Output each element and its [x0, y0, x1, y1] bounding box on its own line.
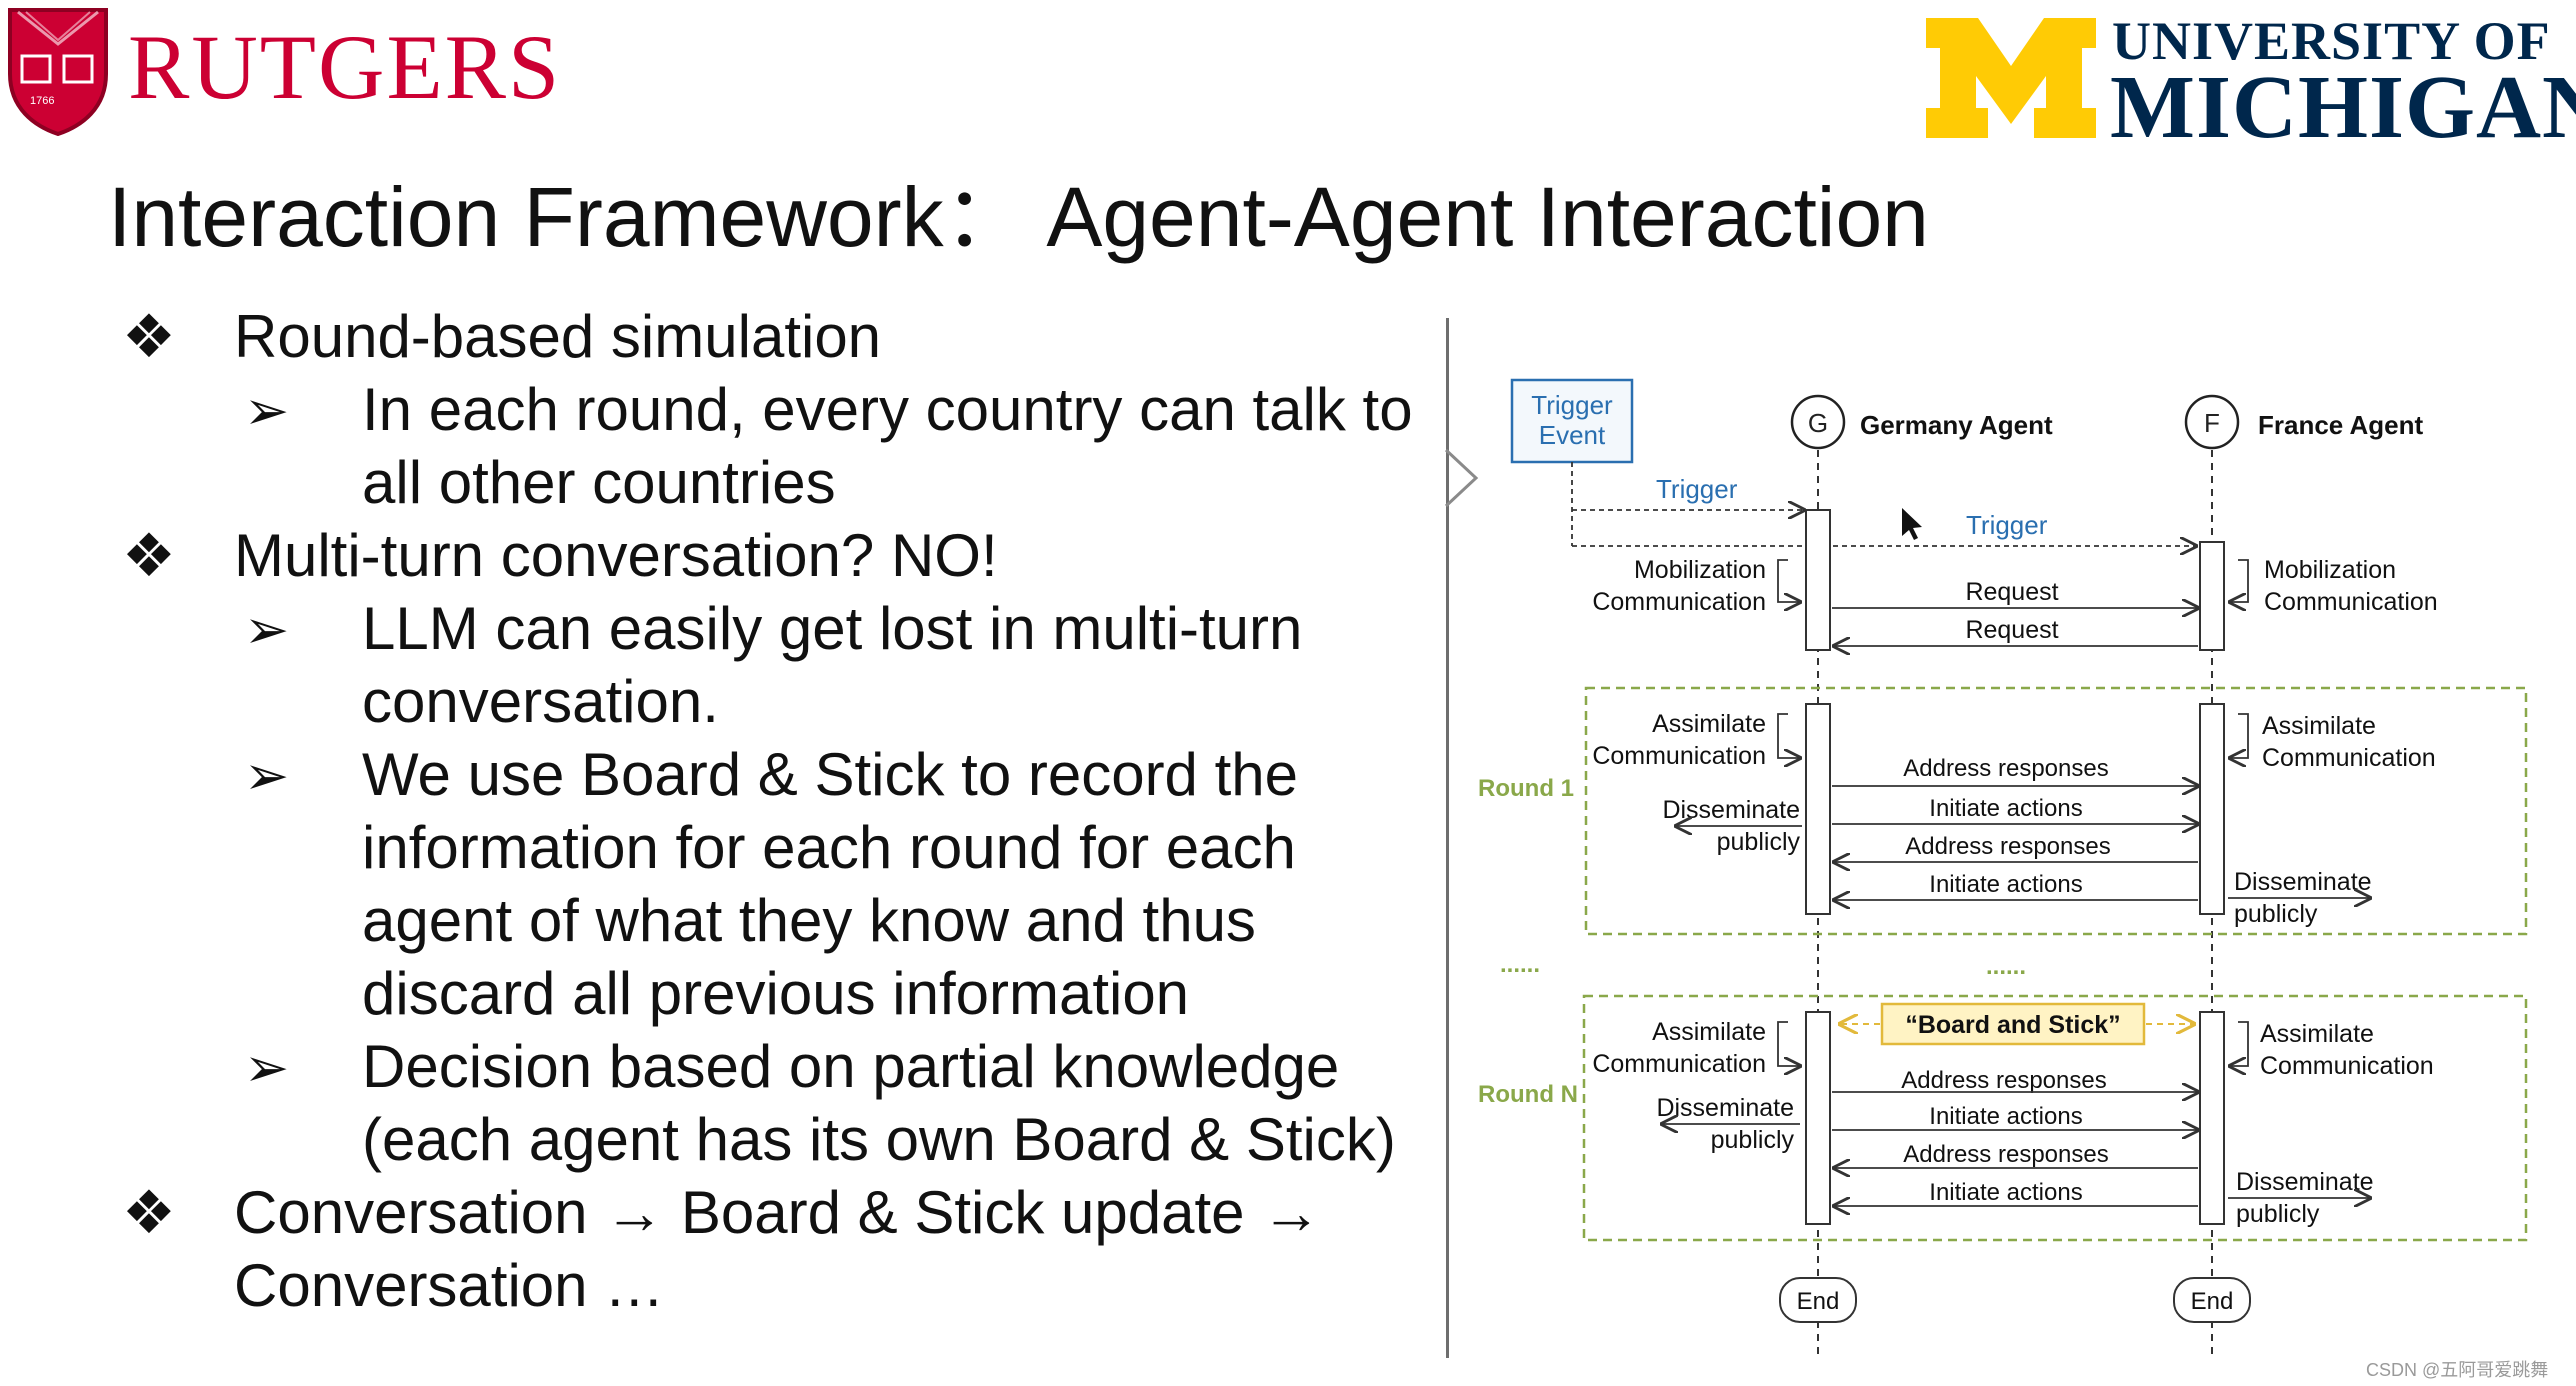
- svg-text:Event: Event: [1539, 420, 1606, 450]
- germany-agent-header: G Germany Agent: [1790, 394, 2053, 450]
- svg-text:Disseminate: Disseminate: [1656, 1094, 1794, 1122]
- svg-text:Disseminate: Disseminate: [2234, 868, 2372, 896]
- arrow-bullet-icon: ➢: [244, 381, 290, 441]
- svg-text:France Agent: France Agent: [2258, 410, 2424, 440]
- round1-label: Round 1: [1478, 775, 1574, 802]
- bullet-text-line: We use Board & Stick to record the: [362, 741, 1299, 808]
- watermark: CSDN @五阿哥爱跳舞: [2366, 1360, 2549, 1380]
- svg-text:End: End: [2191, 1288, 2234, 1315]
- vertical-divider: [1446, 318, 1449, 1358]
- diamond-bullet-icon: ❖: [122, 522, 176, 589]
- svg-text:G: G: [1808, 408, 1828, 438]
- michigan-line1: UNIVERSITY OF: [2112, 11, 2551, 71]
- mouse-cursor-icon: [1902, 508, 1922, 540]
- bullet-text-line: Multi-turn conversation? NO!: [234, 522, 998, 589]
- svg-text:Initiate actions: Initiate actions: [1929, 871, 2082, 898]
- germany-end-node: End: [1779, 1277, 1857, 1323]
- slide-title: Interaction Framework： Agent-Agent Inter…: [108, 170, 1929, 264]
- svg-text:Communication: Communication: [2260, 1052, 2434, 1080]
- arrow-bullet-icon: ➢: [244, 1038, 290, 1098]
- trigger-label-france: Trigger: [1966, 510, 2048, 540]
- svg-text:Assimilate: Assimilate: [2260, 1020, 2374, 1048]
- svg-text:Disseminate: Disseminate: [2236, 1168, 2374, 1196]
- svg-text:Address responses: Address responses: [1905, 833, 2110, 860]
- rutgers-shield-icon: 1766: [8, 8, 108, 136]
- diamond-bullet-icon: ❖: [122, 303, 176, 370]
- svg-text:Mobilization: Mobilization: [1634, 556, 1766, 584]
- trigger-event-box: Trigger Event: [1510, 378, 1634, 464]
- svg-text:Address responses: Address responses: [1903, 755, 2108, 782]
- michigan-block-m-icon: [1926, 18, 2096, 138]
- bullet-text-line: Conversation → Board & Stick update →: [234, 1179, 1322, 1246]
- svg-text:Communication: Communication: [1592, 1050, 1766, 1078]
- bullet-text-line: conversation.: [362, 668, 719, 735]
- svg-text:“Board and Stick”: “Board and Stick”: [1905, 1011, 2120, 1039]
- chevron-right-icon: [1444, 448, 1479, 508]
- svg-text:Communication: Communication: [2264, 588, 2438, 616]
- mobilization-france: Mobilization Communication: [2230, 556, 2438, 616]
- diamond-bullet-icon: ❖: [122, 1179, 176, 1246]
- bullet-text-line: discard all previous information: [362, 960, 1190, 1027]
- michigan-line2: MICHIGAN: [2110, 58, 2576, 157]
- round1-frame: [1584, 686, 2528, 936]
- svg-text:Trigger: Trigger: [1531, 390, 1613, 420]
- svg-text:Initiate actions: Initiate actions: [1929, 795, 2082, 822]
- sequence-diagram: Trigger Event G Germany Agent F France A…: [1478, 378, 2528, 1360]
- svg-text:Communication: Communication: [1592, 742, 1766, 770]
- ellipsis-center: ......: [1986, 953, 2026, 980]
- bullet-text-line: information for each round for each: [362, 814, 1296, 881]
- bullet-text-line: Decision based on partial knowledge: [362, 1033, 1340, 1100]
- svg-text:Disseminate: Disseminate: [1662, 796, 1800, 824]
- svg-text:publicly: publicly: [1711, 1126, 1795, 1154]
- france-end-node: End: [2173, 1277, 2251, 1323]
- svg-text:Initiate actions: Initiate actions: [1929, 1103, 2082, 1130]
- bullet-text-line: In each round, every country can talk to: [362, 376, 1413, 443]
- svg-text:End: End: [1797, 1288, 1840, 1315]
- france-agent-header: F France Agent: [2184, 394, 2424, 450]
- arrow-bullet-icon: ➢: [244, 746, 290, 806]
- svg-text:F: F: [2204, 408, 2220, 438]
- ellipsis-left: ......: [1500, 951, 1540, 978]
- svg-text:Germany Agent: Germany Agent: [1860, 410, 2053, 440]
- arrow-bullet-icon: ➢: [244, 600, 290, 660]
- svg-text:Mobilization: Mobilization: [2264, 556, 2396, 584]
- svg-text:Address responses: Address responses: [1903, 1141, 2108, 1168]
- bullet-text-line: agent of what they know and thus: [362, 887, 1256, 954]
- bullet-text-line: all other countries: [362, 449, 836, 516]
- svg-text:publicly: publicly: [2234, 900, 2318, 928]
- svg-text:Communication: Communication: [1592, 588, 1766, 616]
- bullet-text-line: (each agent has its own Board & Stick): [362, 1106, 1396, 1173]
- bullet-text-line: Conversation …: [234, 1252, 665, 1319]
- rutgers-wordmark: RUTGERS: [128, 16, 562, 118]
- bullet-text-line: Round-based simulation: [234, 303, 882, 370]
- bullet-text-line: LLM can easily get lost in multi-turn: [362, 595, 1303, 662]
- svg-text:Assimilate: Assimilate: [2262, 712, 2376, 740]
- roundN-frame: [1582, 994, 2528, 1242]
- trigger-label-germany: Trigger: [1656, 474, 1738, 504]
- roundN-label: Round N: [1478, 1081, 1578, 1108]
- svg-text:Communication: Communication: [2262, 744, 2436, 772]
- svg-text:publicly: publicly: [1717, 828, 1801, 856]
- svg-text:Initiate actions: Initiate actions: [1929, 1179, 2082, 1206]
- board-and-stick-box: “Board and Stick”: [1840, 1002, 2194, 1046]
- svg-text:Address responses: Address responses: [1901, 1067, 2106, 1094]
- svg-text:Assimilate: Assimilate: [1652, 710, 1766, 738]
- request-label-2: Request: [1965, 616, 2058, 644]
- request-label-1: Request: [1965, 578, 2058, 606]
- svg-text:1766: 1766: [30, 95, 54, 107]
- mobilization-germany: Mobilization Communication: [1592, 556, 1800, 616]
- svg-text:Assimilate: Assimilate: [1652, 1018, 1766, 1046]
- svg-text:publicly: publicly: [2236, 1200, 2320, 1228]
